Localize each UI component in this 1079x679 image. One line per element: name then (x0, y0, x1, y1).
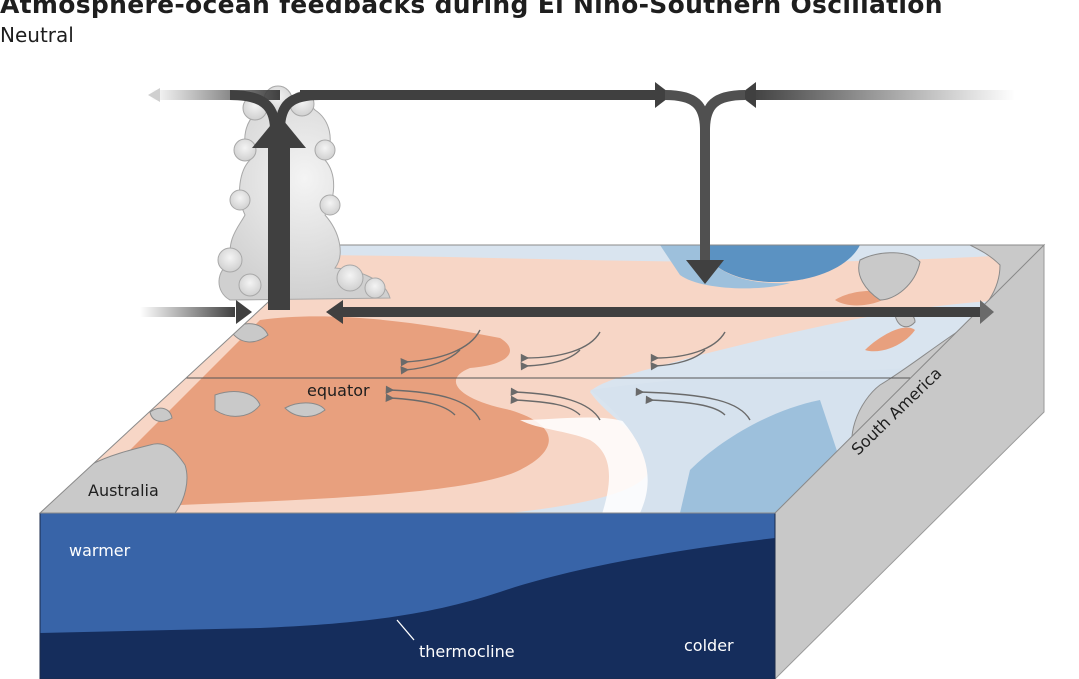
thermocline-label: thermocline (419, 642, 515, 661)
warmer-label: warmer (69, 541, 131, 560)
cool-anomaly-strong (700, 245, 860, 283)
colder-label: colder (684, 636, 734, 655)
descending-arrowhead (686, 260, 724, 284)
upper-flow-arrowhead (655, 82, 672, 108)
australia-landmass (40, 443, 188, 513)
thermocline-pointer (396, 619, 415, 641)
rising-arrowhead (252, 115, 306, 148)
trade-wind-arrows (385, 329, 751, 421)
cool-anomaly-medium (680, 400, 840, 513)
ocean-cross-section (39, 512, 776, 679)
walker-circulation (140, 82, 1015, 324)
equator-label: equator (307, 381, 370, 400)
diagram-subtitle: Neutral (0, 23, 74, 47)
diagram-title: Atmosphere-ocean feedbacks during El Niñ… (0, 0, 943, 19)
lower-flow-arrowhead (326, 300, 343, 324)
warm-water-layer (40, 513, 775, 633)
australia-label: Australia (88, 481, 159, 500)
